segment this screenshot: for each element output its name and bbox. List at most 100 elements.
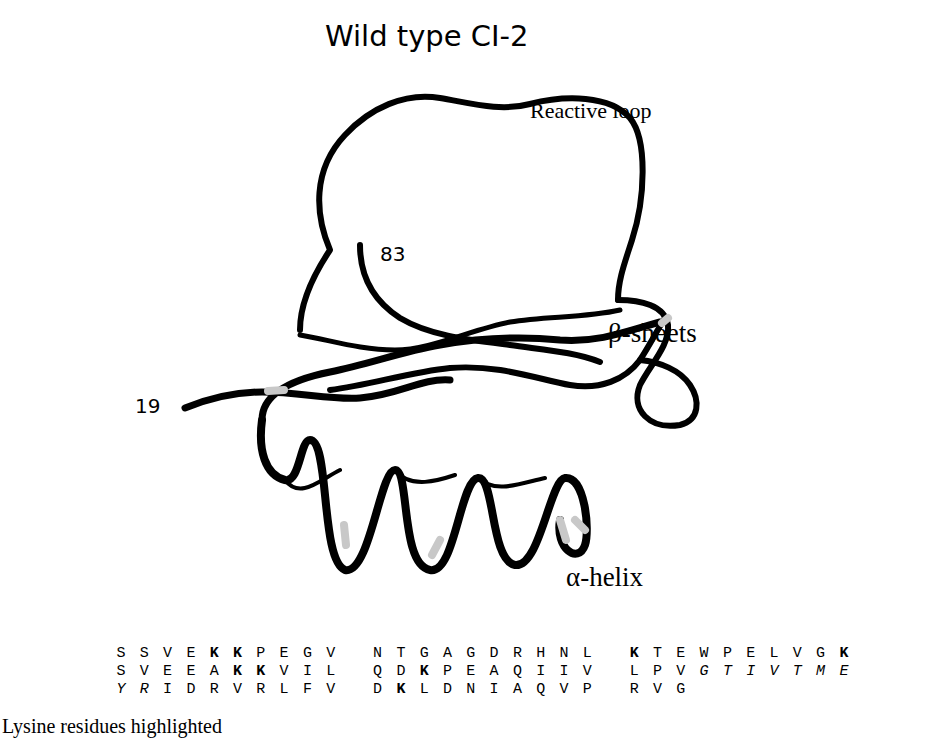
sequence-residue: A — [207, 664, 221, 679]
sequence-residue: I — [487, 682, 501, 697]
sequence-residue: I — [161, 682, 175, 697]
sequence-residue: D — [184, 682, 198, 697]
sequence-residue: V — [790, 646, 804, 661]
sequence-residue: K — [394, 682, 408, 697]
sequence-residue: T — [394, 646, 408, 661]
sequence-residue: E — [184, 646, 198, 661]
sequence-residue: P — [441, 664, 455, 679]
sequence-residue: E — [184, 664, 198, 679]
sequence-residue: E — [674, 646, 688, 661]
sequence-residue: Q — [534, 682, 548, 697]
sequence-residue: V — [651, 682, 665, 697]
sequence-residue: G — [697, 664, 711, 679]
sequence-residue: I — [534, 664, 548, 679]
sequence-residue: R — [137, 682, 151, 697]
residue-number: 83 — [380, 244, 405, 264]
region-label: α-helix — [566, 564, 643, 591]
sequence-residue: L — [324, 664, 338, 679]
sequence-residue: Y — [114, 682, 128, 697]
sequence-residue: K — [837, 646, 851, 661]
sequence-residue: N — [371, 646, 385, 661]
sequence-residue: E — [161, 664, 175, 679]
sequence-residue: A — [510, 682, 524, 697]
sequence-residue: V — [324, 682, 338, 697]
sequence-residue: G — [300, 646, 314, 661]
sequence-residue: A — [441, 646, 455, 661]
beta-strand — [300, 310, 620, 350]
sequence-residue: E — [744, 646, 758, 661]
sequence-residue: V — [231, 682, 245, 697]
sequence-residue: S — [114, 646, 128, 661]
sequence-residue: V — [767, 664, 781, 679]
sequence-residue: T — [720, 664, 734, 679]
sequence-residue: K — [231, 646, 245, 661]
sequence-residue: I — [557, 664, 571, 679]
sequence-residue: K — [254, 664, 268, 679]
sequence-residue: L — [767, 646, 781, 661]
sequence-residue: V — [137, 664, 151, 679]
region-label: Reactive loop — [530, 100, 652, 122]
sequence-residue: S — [137, 646, 151, 661]
sequence-residue: K — [231, 664, 245, 679]
alpha-helix-ribbon — [261, 420, 587, 570]
sequence-residue: K — [417, 664, 431, 679]
note: Lysine residues highlighted — [2, 716, 222, 736]
c-terminus-ribbon — [360, 245, 600, 362]
sequence-residue: V — [277, 664, 291, 679]
sequence-residue: Q — [371, 664, 385, 679]
reactive-loop-ribbon — [300, 97, 643, 330]
sequence-residue: E — [464, 664, 478, 679]
region-label: β-sheets — [608, 320, 697, 347]
sequence-residue: L — [277, 682, 291, 697]
sequence-residue: I — [744, 664, 758, 679]
sequence-residue: R — [207, 682, 221, 697]
sequence-residue: I — [300, 664, 314, 679]
sequence-residue: N — [557, 646, 571, 661]
sequence-residue: L — [627, 664, 641, 679]
sequence-residue: M — [814, 664, 828, 679]
sequence-residue: T — [790, 664, 804, 679]
lysine-highlight — [268, 318, 668, 555]
sequence-residue: R — [627, 682, 641, 697]
sequence-residue: E — [277, 646, 291, 661]
sequence-residue: A — [487, 664, 501, 679]
figure-title: Wild type CI-2 — [325, 22, 529, 51]
sequence-residue: L — [417, 682, 431, 697]
sequence-residue: D — [371, 682, 385, 697]
sequence-residue: D — [394, 664, 408, 679]
sequence-residue: G — [464, 646, 478, 661]
sequence-residue: G — [674, 682, 688, 697]
sequence-residue: L — [580, 646, 594, 661]
sequence-residue: G — [814, 646, 828, 661]
sequence-residue: P — [580, 682, 594, 697]
sequence-residue: V — [674, 664, 688, 679]
sequence-residue: V — [324, 646, 338, 661]
residue-number: 19 — [135, 396, 160, 416]
sequence-residue: K — [207, 646, 221, 661]
sequence-residue: K — [627, 646, 641, 661]
n-terminus-ribbon — [185, 380, 450, 408]
sequence-residue: P — [720, 646, 734, 661]
sequence-residue: R — [254, 682, 268, 697]
sequence-residue: D — [487, 646, 501, 661]
sequence-residue: H — [534, 646, 548, 661]
sequence-residue: T — [651, 646, 665, 661]
helix-back — [285, 470, 545, 489]
sequence-residue: N — [464, 682, 478, 697]
sequence-residue: P — [651, 664, 665, 679]
sequence-residue: F — [300, 682, 314, 697]
sequence-residue: E — [837, 664, 851, 679]
sequence-residue: Q — [510, 664, 524, 679]
sequence-residue: D — [441, 682, 455, 697]
sequence-residue: R — [510, 646, 524, 661]
sequence-residue: V — [557, 682, 571, 697]
beta-turn — [618, 300, 697, 426]
sequence-residue: V — [161, 646, 175, 661]
sequence-residue: V — [580, 664, 594, 679]
sequence-residue: G — [417, 646, 431, 661]
sequence-residue: W — [697, 646, 711, 661]
sequence-residue: S — [114, 664, 128, 679]
sequence-residue: P — [254, 646, 268, 661]
